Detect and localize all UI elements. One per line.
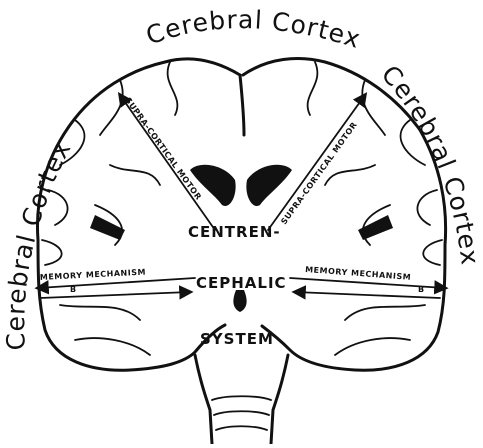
left-sylvian-fissure [90, 215, 125, 240]
marker-left: B [70, 285, 77, 294]
left-memory-label: MEMORY MECHANISM [40, 268, 147, 282]
right-ventricle [246, 164, 292, 206]
left-memory-pathway-line [34, 277, 196, 295]
right-hemisphere-outline [241, 57, 448, 372]
left-motor-pathway-line [117, 92, 216, 231]
midline-fissure [238, 73, 246, 137]
right-lower-pathway-line [291, 285, 441, 300]
left-motor-label: SUPRA-CORTICAL MOTOR [123, 96, 203, 202]
brainstem-texture [211, 395, 272, 431]
arc-label-top: Cerebral Cortex [142, 5, 364, 54]
right-gyri [306, 61, 443, 356]
left-hemisphere-outline [36, 57, 242, 372]
left-gyri [41, 61, 179, 356]
center-label-line-2: CEPHALIC [196, 274, 287, 292]
right-motor-label: SUPRA-CORTICAL MOTOR [279, 120, 359, 226]
right-memory-pathway-line [289, 277, 449, 295]
third-ventricle [233, 290, 247, 312]
center-label-line-1: CENTREN- [188, 223, 281, 241]
right-sylvian-fissure [358, 215, 393, 240]
marker-right: B [418, 285, 425, 294]
left-lower-pathway-line [39, 285, 194, 300]
right-motor-pathway-line [267, 92, 368, 231]
arc-label-right: Cerebral Cortex [376, 60, 483, 267]
brainstem [193, 353, 290, 446]
center-label-line-3: SYSTEM [200, 330, 274, 348]
left-ventricle [190, 164, 236, 206]
